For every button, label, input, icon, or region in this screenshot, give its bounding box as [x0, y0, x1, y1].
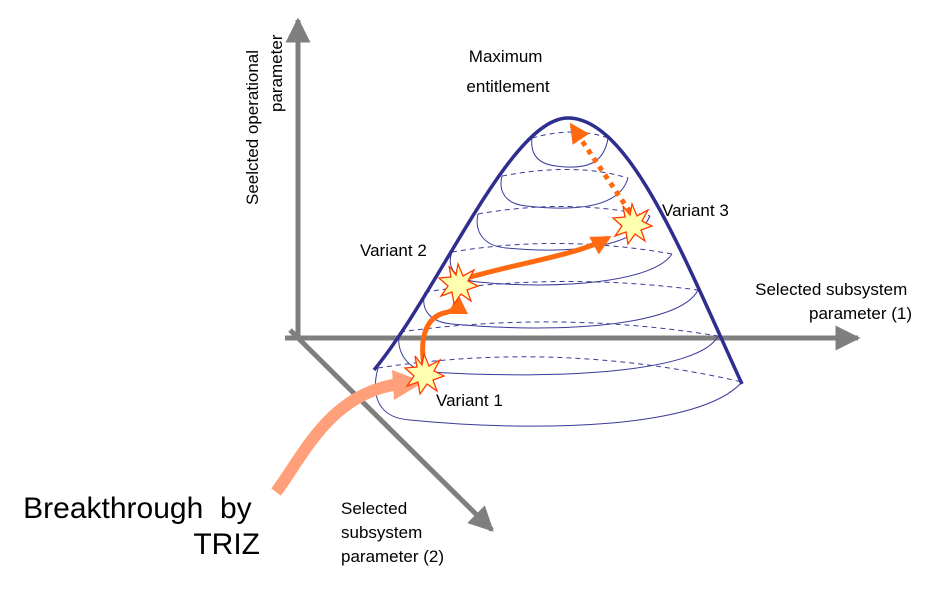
contour-ring-4-back: [451, 242, 673, 255]
z-axis-label-line2: subsystem: [341, 523, 422, 542]
breakthrough-label-line2: TRIZ: [193, 528, 260, 561]
axes: [285, 17, 861, 532]
path-v2-to-v3: [459, 235, 612, 283]
x-axis-label: Selected subsystem parameter (1): [755, 280, 912, 323]
x-axis-label-line2: parameter (1): [809, 304, 912, 323]
improvement-path: [420, 122, 633, 367]
variant-1-label: Variant 1: [436, 391, 503, 410]
peak-label-line1: Maximum: [469, 47, 543, 66]
z-axis-label: Selected subsystem parameter (2): [341, 499, 444, 566]
contour-ring-7-front: [531, 137, 609, 168]
x-axis-label-line1: Selected subsystem: [755, 280, 907, 299]
y-axis-label: Seelcted operational: [243, 50, 262, 205]
variant-2-star-icon: [437, 261, 480, 306]
variant-1-star-icon: [403, 351, 446, 396]
z-axis-label-line1: Selected: [341, 499, 407, 518]
contour-ring-4-front: [449, 251, 673, 286]
z-axis: [288, 328, 494, 532]
contour-ring-2-front: [398, 331, 719, 376]
variant-3-star-icon: [611, 201, 654, 246]
y-axis-label-line1: Seelcted operational: [243, 50, 262, 205]
contour-ring-3-front: [423, 289, 699, 329]
variant-3-label: Variant 3: [662, 201, 729, 220]
variant-2-label: Variant 2: [360, 241, 427, 260]
entitlement-envelope: [372, 116, 744, 385]
contour-ring-1-front: [374, 367, 743, 427]
breakthrough-label-line1: Breakthrough by: [23, 492, 251, 525]
contour-ring-6-front: [500, 175, 629, 209]
path-v3-to-peak: [569, 122, 633, 214]
y-axis-label-2: parameter: [267, 34, 286, 112]
contour-ring-7-back: [531, 131, 609, 139]
peak-label-line2: entitlement: [466, 77, 549, 96]
variant-stars: [403, 201, 654, 396]
contour-ring-2-back: [399, 321, 719, 337]
y-axis-label-line2: parameter: [267, 34, 286, 112]
contour-ring-3-back: [424, 280, 699, 293]
breakthrough-label: Breakthrough by TRIZ: [23, 492, 260, 561]
path-v1-to-v2: [420, 294, 468, 367]
peak-label: Maximum entitlement: [466, 47, 549, 96]
breakthrough-arrow-shaft: [271, 378, 401, 496]
z-axis-label-line3: parameter (2): [341, 547, 444, 566]
